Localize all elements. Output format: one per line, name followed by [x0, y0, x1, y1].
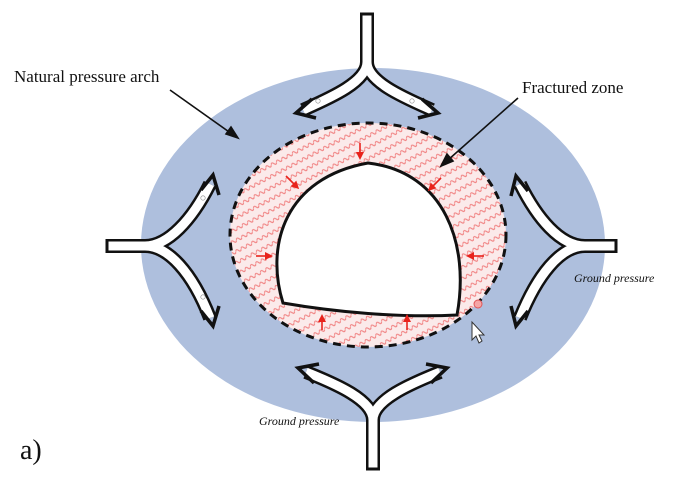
natural-pressure-arch-label: Natural pressure arch [14, 67, 160, 86]
cursor-icon [471, 299, 486, 344]
fractured-zone-label: Fractured zone [522, 78, 623, 97]
inward-arrow-top-left [285, 175, 300, 190]
pressure-arch-leader [169, 89, 233, 135]
panel-label: a) [20, 435, 42, 466]
inward-pressure-arrows [256, 143, 484, 330]
inward-arrow-top-right [427, 177, 442, 192]
arrow-dots [200, 98, 415, 300]
fractured-zone-boundary [228, 121, 508, 349]
ground-pressure-label-bottom: Ground pressure [259, 414, 340, 428]
ground-pressure-label-right: Ground pressure [574, 271, 655, 285]
ground-pressure-arrow-bottom [294, 362, 451, 471]
ground-pressure-arrow-top [292, 12, 442, 120]
label-leaders [169, 89, 519, 168]
ground-pressure-arrows [105, 12, 618, 471]
tunnel-opening [275, 161, 462, 318]
ground-pressure-arrow-right [509, 172, 618, 330]
fractured-zone-leader [447, 97, 519, 161]
